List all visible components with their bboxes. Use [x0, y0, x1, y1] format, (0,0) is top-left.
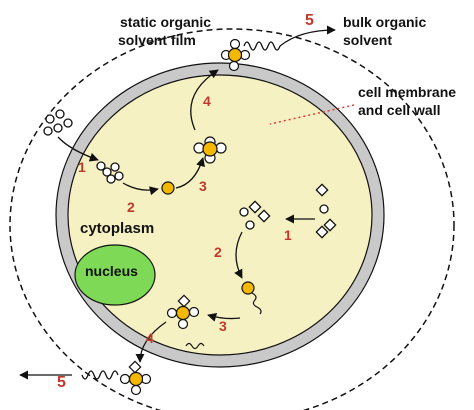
product-molecule-right-step2: [241, 281, 255, 295]
squiggle-bottom-inside: [185, 342, 205, 350]
step-number-right-1: 1: [284, 227, 292, 243]
substrate-molecules-left-outside: [43, 109, 73, 136]
bulk-solvent-label-line1: bulk organic: [343, 14, 426, 30]
step-number-left-4: 4: [203, 93, 211, 109]
arrow-step3-left: [175, 157, 205, 189]
static-film-label-line2: solvent film: [118, 32, 196, 48]
static-film-label-line1: static organic: [120, 14, 211, 30]
step-number-right-3: 3: [219, 318, 227, 334]
step-number-left-3: 3: [199, 178, 207, 194]
static-solvent-film-boundary: [9, 28, 455, 410]
squiggle-bottom: [81, 370, 119, 380]
complexed-molecule-bottom-film: [119, 360, 152, 396]
arrow-step4-left: [190, 69, 219, 131]
nucleus: [74, 244, 156, 306]
step-number-left-1: 1: [78, 159, 86, 175]
step-number-left-2: 2: [127, 199, 135, 215]
arrow-step2-left: [122, 182, 159, 196]
substrate-cluster-right-inside: [239, 200, 271, 230]
step-number-top-5: 5: [305, 12, 314, 29]
substrate-cluster-left-inside: [96, 161, 124, 184]
arrow-step2-right: [234, 231, 243, 279]
nucleus-label: nucleus: [85, 263, 138, 279]
bulk-solvent-label-line2: solvent: [343, 32, 392, 48]
substrate-molecules-right-outside: [315, 183, 337, 239]
step-number-right-2: 2: [214, 244, 222, 260]
cytoplasm-label: cytoplasm: [80, 220, 154, 237]
arrow-step4-right: [135, 321, 167, 363]
step-number-bottom-5: 5: [57, 374, 66, 391]
arrow-step5-top: [279, 25, 336, 47]
complexed-molecule-left-step3: [193, 136, 227, 164]
cytoplasm-region: [67, 74, 373, 356]
complexed-molecule-right-step3: [166, 294, 200, 330]
cell-membrane-label-line1: cell membrane: [358, 84, 456, 100]
arrow-step3-right: [207, 312, 241, 322]
squiggle-top: [243, 41, 281, 51]
step-number-right-4: 4: [146, 330, 154, 346]
complexed-molecule-top-film: [220, 38, 251, 72]
cell-membrane-leader-line: [269, 104, 355, 125]
cell-membrane-label-line2: and cell wall: [358, 102, 440, 118]
product-molecule-left-step2: [161, 181, 175, 195]
squiggle-right-inside: [251, 292, 262, 315]
arrow-step1-left: [57, 136, 99, 162]
